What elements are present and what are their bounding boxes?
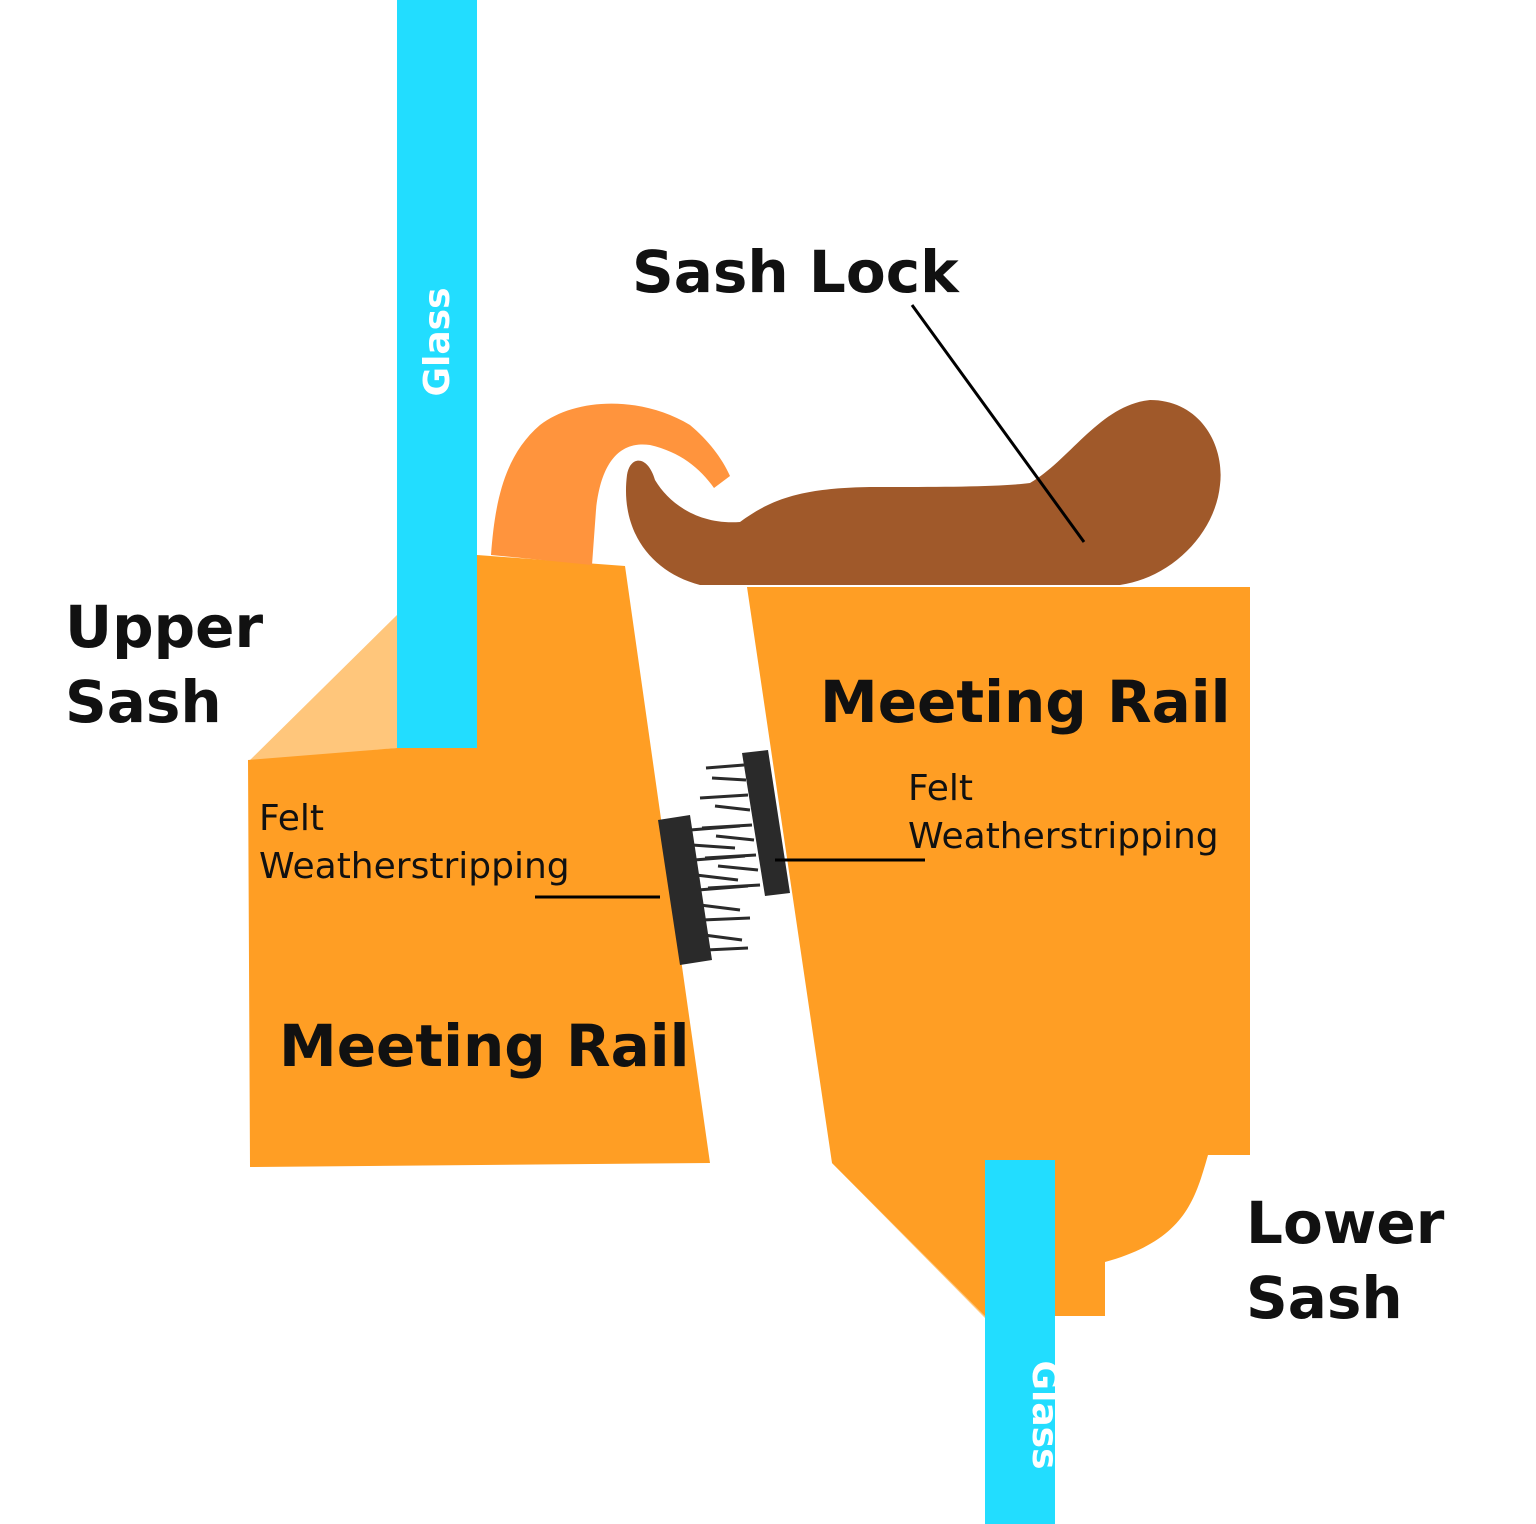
upper-meeting-rail-label: Meeting Rail [279,1012,690,1080]
felt-right-label-line1: Felt [908,768,973,809]
lower-glass-label: Glass [1024,1360,1065,1469]
upper-sash-label-line1: Upper [65,593,263,661]
felt-left-label-line2: Weatherstripping [259,846,570,887]
upper-meeting-rail [248,555,710,1167]
lower-meeting-rail-label: Meeting Rail [820,668,1231,736]
upper-glass [397,0,477,748]
sash-lock-label: Sash Lock [632,238,960,306]
sash-lock [625,400,1221,585]
lower-sash-label-line1: Lower [1246,1189,1445,1257]
lower-meeting-rail [747,587,1250,1316]
upper-sash-label-line2: Sash [65,668,222,736]
sash-lock-leader [910,304,1086,543]
lower-glass [985,1160,1055,1524]
lower-sash-label-line2: Sash [1246,1264,1403,1332]
felt-left-label-line1: Felt [259,798,324,839]
sash-lock-keeper [491,403,730,565]
felt-right-label-line2: Weatherstripping [908,816,1219,857]
upper-sash-bevel [248,615,397,762]
upper-glass-label: Glass [417,287,458,396]
